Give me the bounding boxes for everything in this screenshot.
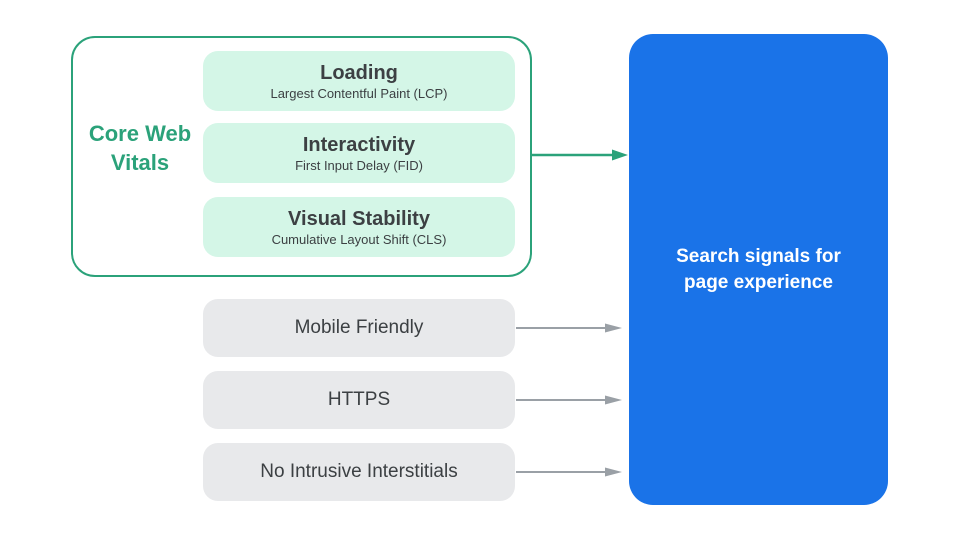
search-signals-label: Search signals for page experience [676,245,841,293]
card-interactivity-subtitle: First Input Delay (FID) [295,157,423,173]
signal-mobile-friendly-label: Mobile Friendly [294,317,424,338]
card-visual-stability-subtitle: Cumulative Layout Shift (CLS) [271,231,447,247]
signal-no-intrusive-interstitials: No Intrusive Interstitials [203,443,515,501]
signal-no-intrusive-interstitials-label: No Intrusive Interstitials [260,461,458,482]
card-loading-subtitle: Largest Contentful Paint (LCP) [270,85,448,101]
signal-mobile-friendly: Mobile Friendly [203,299,515,357]
arrow-core-web-vitals [532,149,628,161]
card-interactivity-title: Interactivity [302,133,416,156]
card-interactivity: Interactivity First Input Delay (FID) [203,123,515,183]
signal-https-label: HTTPS [327,389,391,410]
arrow-https [516,395,622,405]
arrow-mobile-friendly [516,323,622,333]
card-loading-title: Loading [320,61,398,84]
search-signals-box: Search signals for page experience [629,34,888,505]
card-loading: Loading Largest Contentful Paint (LCP) [203,51,515,111]
card-visual-stability-title: Visual Stability [288,207,430,230]
signal-https: HTTPS [203,371,515,429]
card-visual-stability: Visual Stability Cumulative Layout Shift… [203,197,515,257]
core-web-vitals-label: Core Web Vitals [88,121,192,175]
arrow-no-intrusive-interstitials [516,467,622,477]
